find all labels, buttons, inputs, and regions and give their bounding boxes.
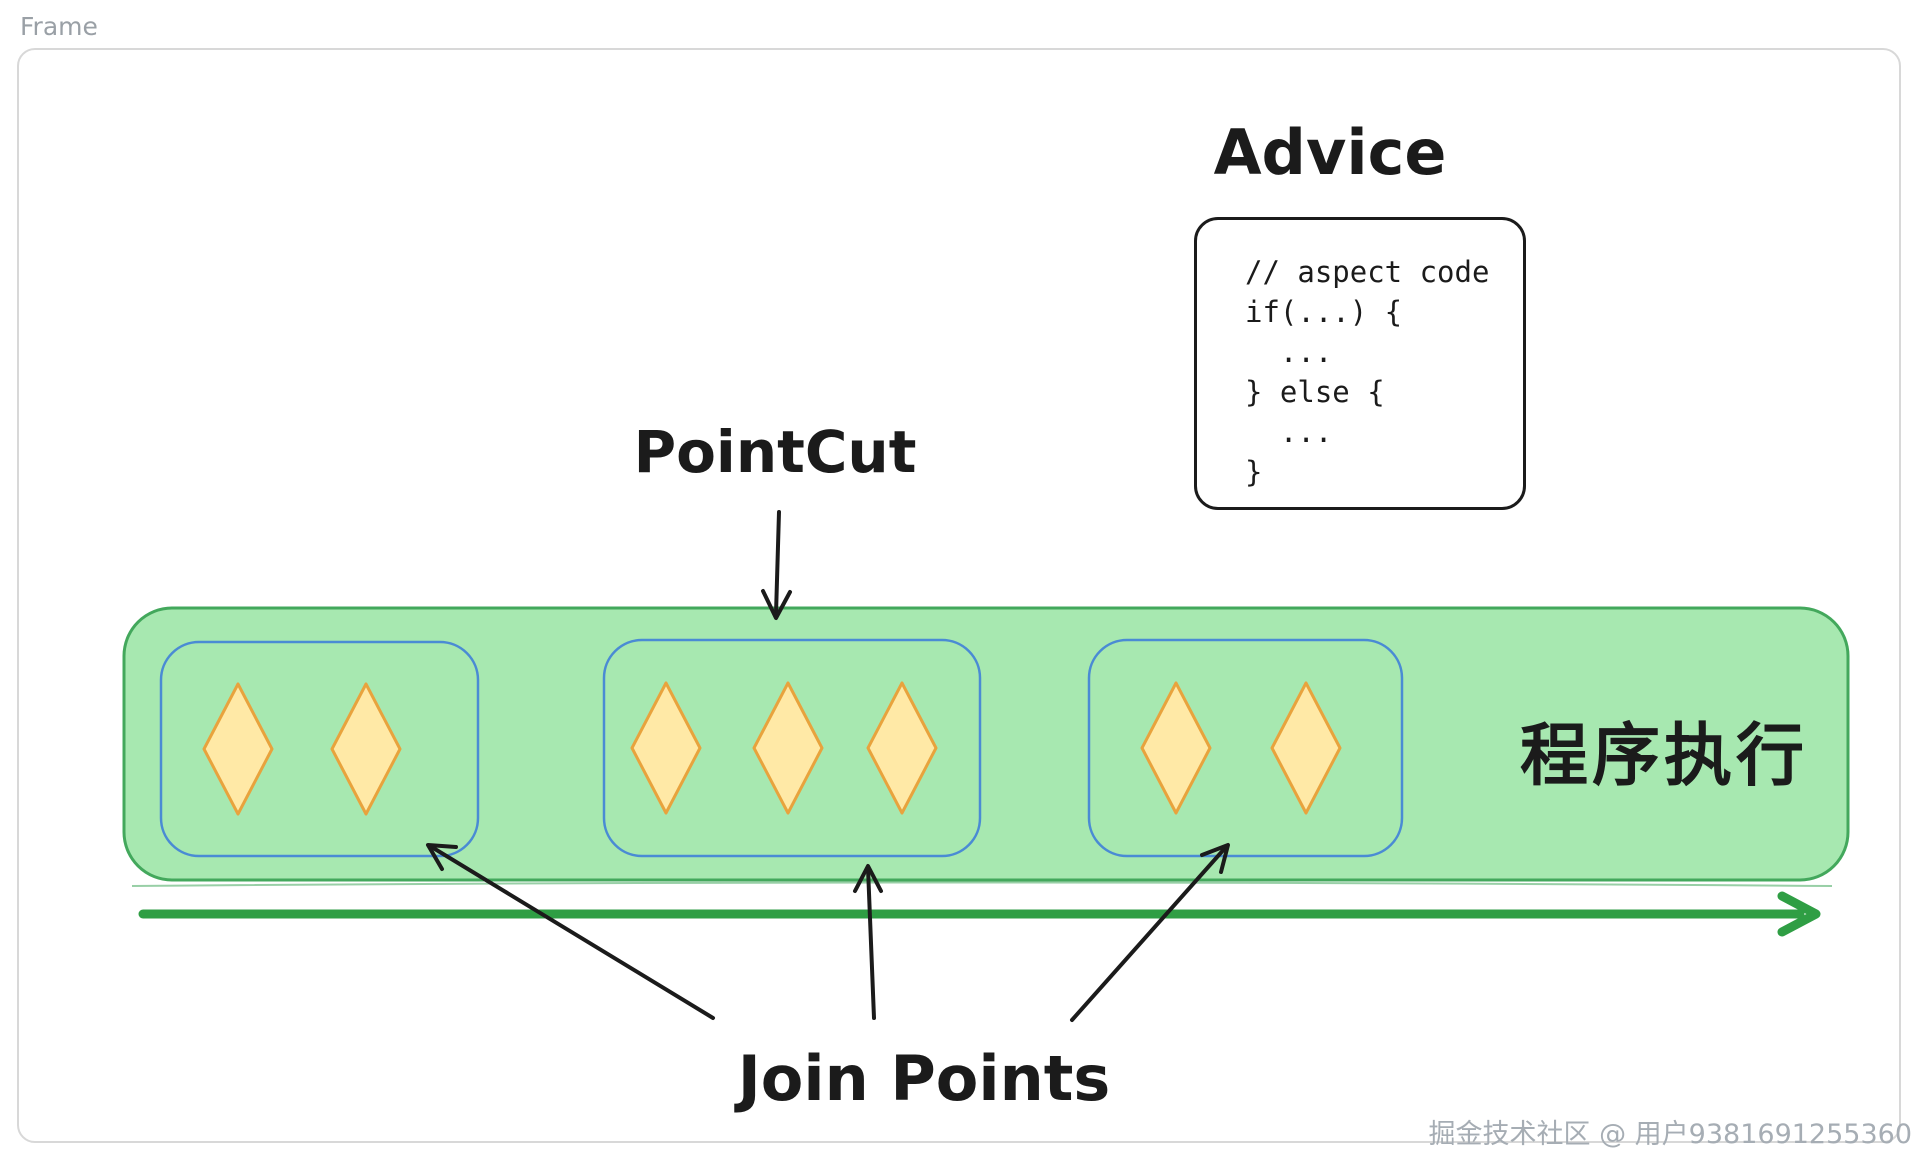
code-line: // aspect code: [1245, 255, 1490, 289]
watermark: 掘金技术社区 @ 用户9381691255360: [1428, 1119, 1912, 1150]
code-line: if(...) {: [1245, 295, 1403, 329]
pointcut-arrowhead: [761, 589, 792, 620]
advice-title: Advice: [1213, 116, 1447, 189]
timeline-arrowhead: [1777, 891, 1821, 937]
code-line: ...: [1245, 415, 1333, 449]
advice-code-box: // aspect code if(...) { ... } else { ..…: [1194, 217, 1526, 510]
join-points-label: Join Points: [737, 1042, 1111, 1115]
join-points-arrow-left: [428, 844, 715, 1020]
execution-bar: [122, 606, 1850, 882]
join-point-diamond: [330, 682, 402, 816]
execution-bar-sketch-line: [131, 881, 1833, 887]
code-line: }: [1245, 455, 1263, 489]
join-points-arrowhead-left: [426, 843, 458, 871]
join-points-arrow-right: [1070, 845, 1228, 1022]
pointcut-arrow: [774, 510, 781, 616]
join-point-diamond: [202, 682, 274, 816]
execution-label: 程序执行: [1520, 717, 1809, 796]
pointcut-group-box-2: [602, 638, 982, 858]
join-points-arrow-middle: [866, 866, 876, 1020]
frame-border: [17, 48, 1901, 1143]
pointcut-group-box-1: [159, 640, 480, 858]
code-line: } else {: [1245, 375, 1385, 409]
join-point-diamond: [752, 681, 824, 815]
pointcut-group-box-3: [1087, 638, 1404, 858]
join-point-diamond: [630, 681, 702, 815]
frame-label: Frame: [20, 12, 98, 41]
code-line: ...: [1245, 335, 1333, 369]
join-point-diamond: [1140, 681, 1212, 815]
join-points-arrowhead-right: [1200, 843, 1230, 874]
join-points-arrowhead-middle: [853, 864, 883, 893]
join-point-diamond: [1270, 681, 1342, 815]
join-point-diamond: [866, 681, 938, 815]
pointcut-label: PointCut: [633, 418, 917, 486]
